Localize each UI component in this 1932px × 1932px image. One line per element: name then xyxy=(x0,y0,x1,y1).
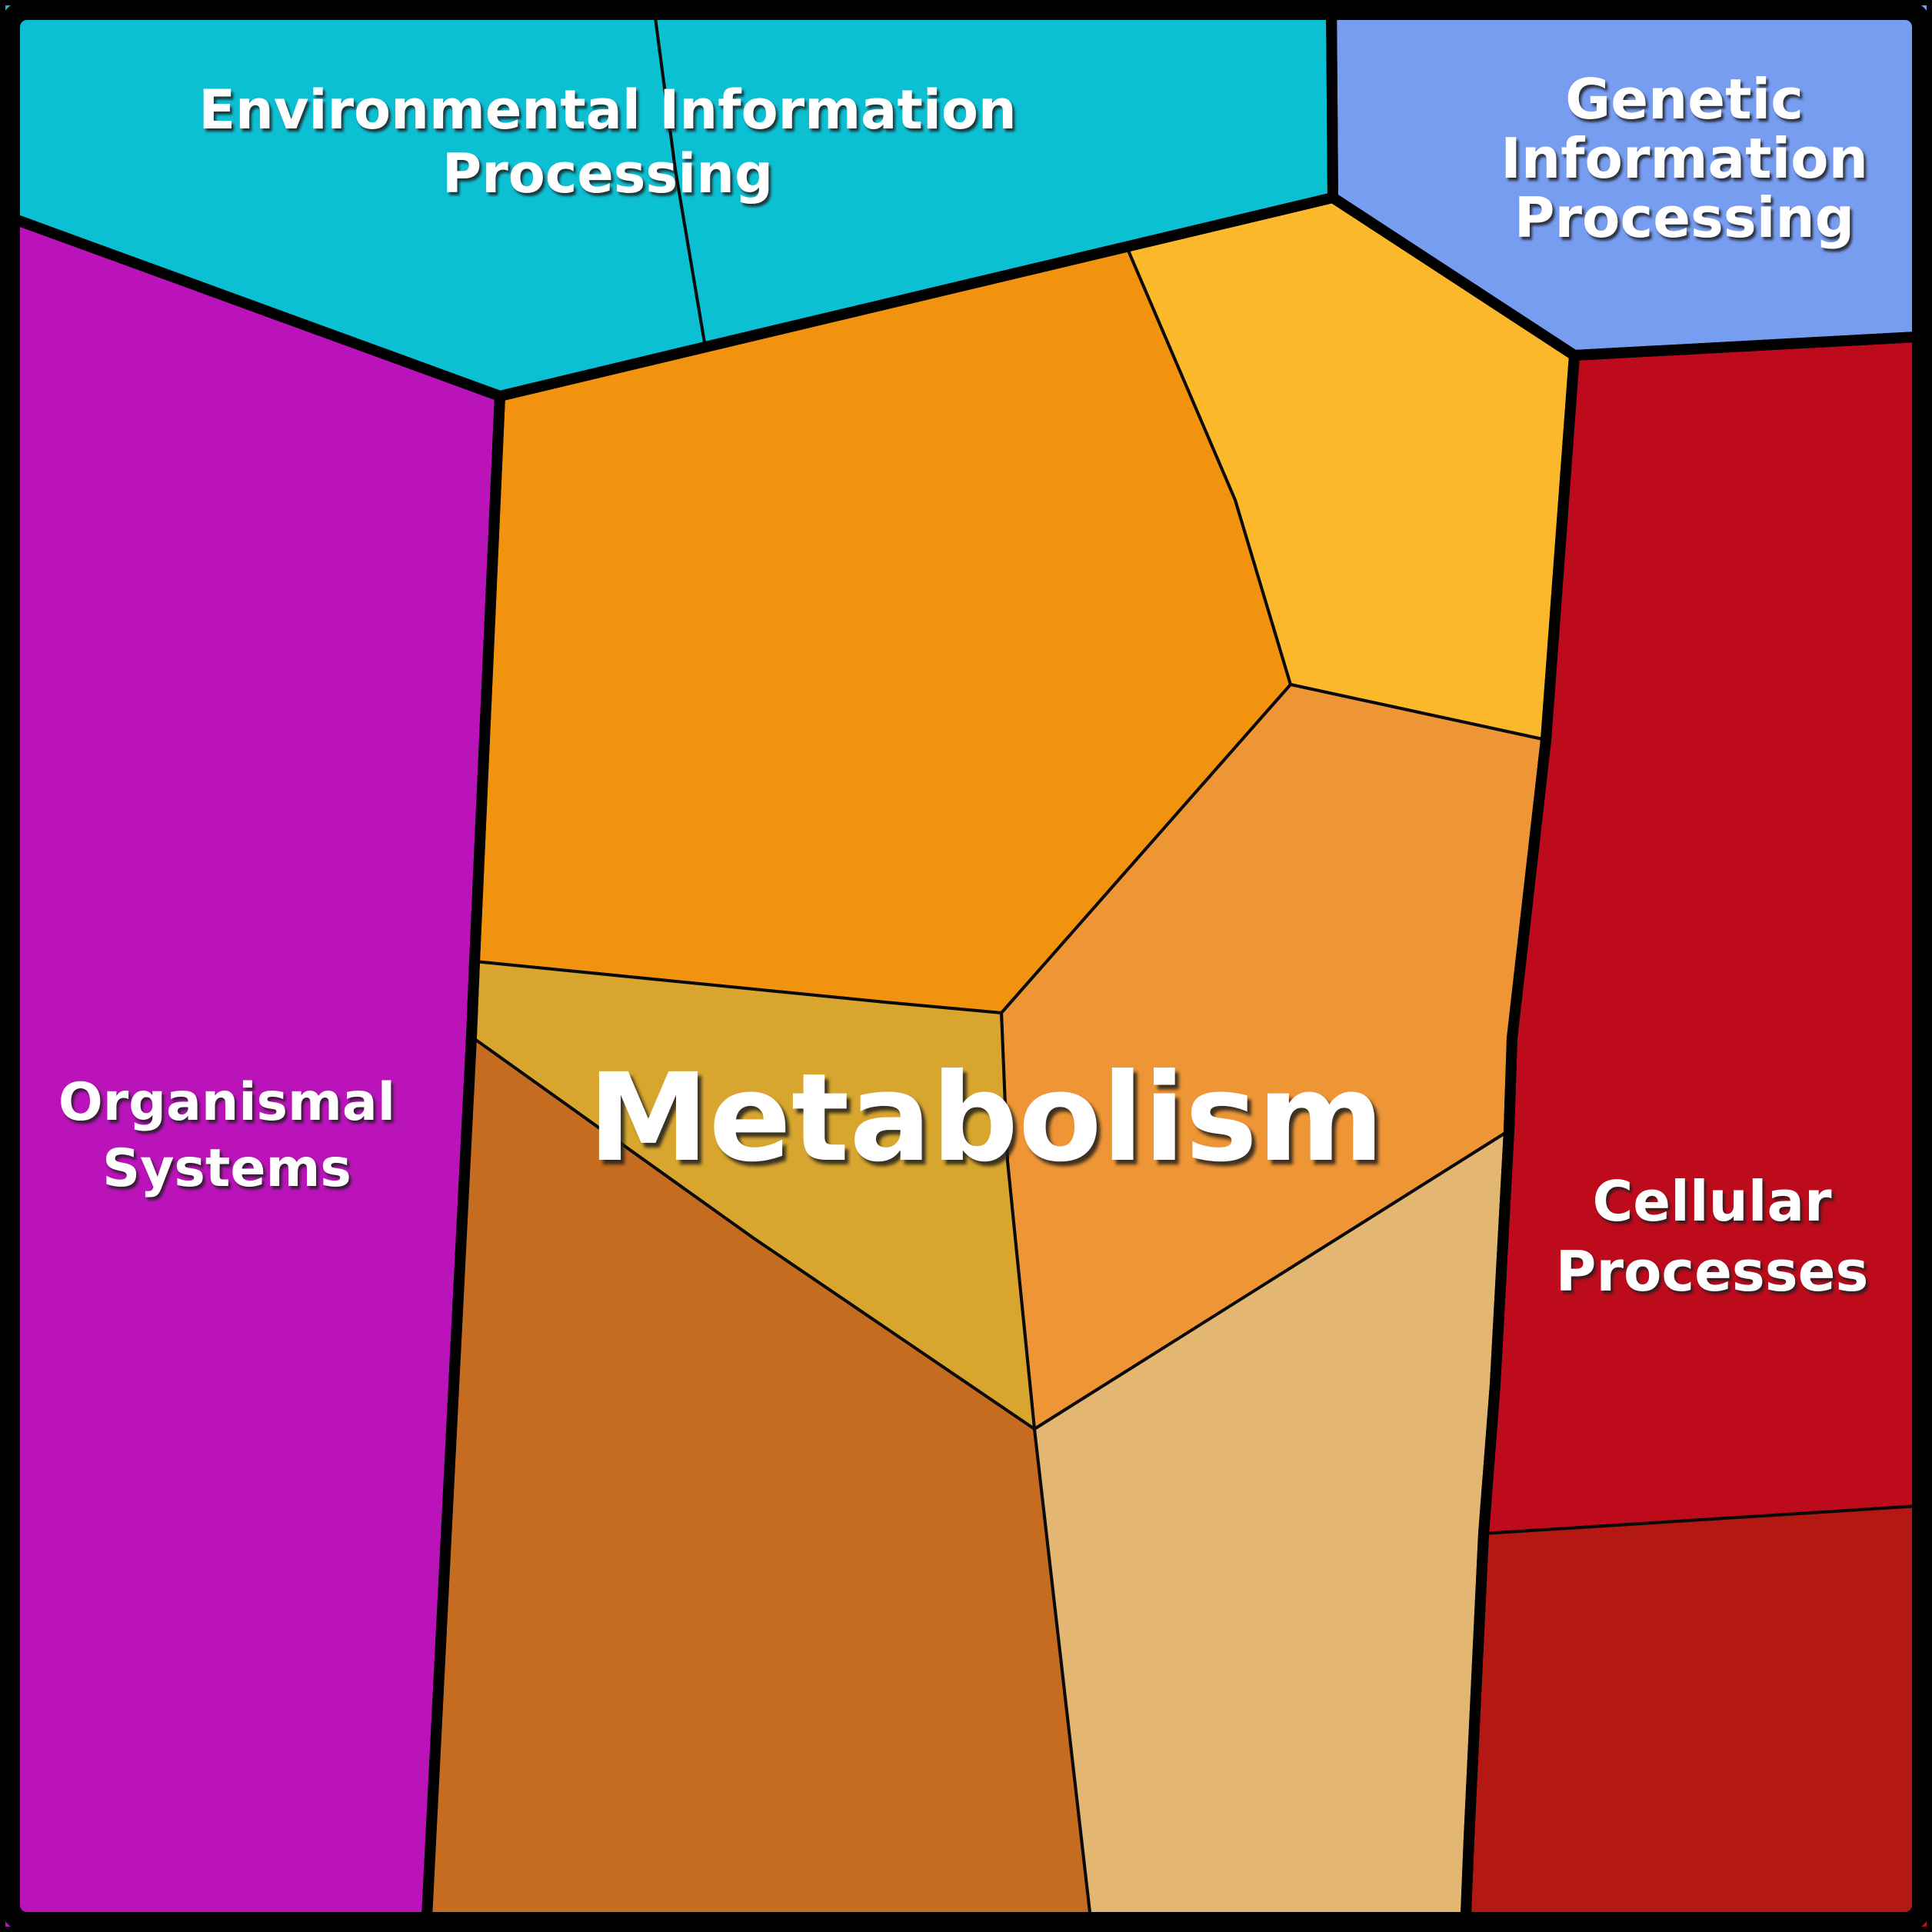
region-organismal-cell[interactable] xyxy=(0,212,501,1932)
region-cellular-cell-lower[interactable] xyxy=(1464,1504,1932,1932)
